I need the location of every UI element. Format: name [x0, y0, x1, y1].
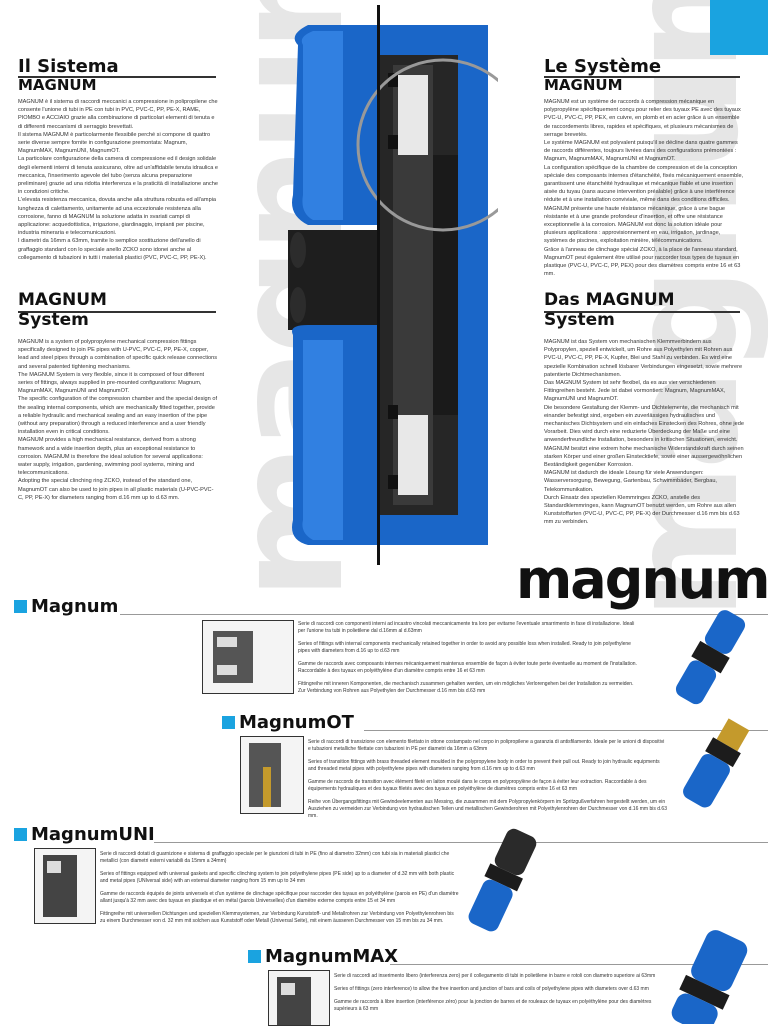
- magnumuni-product-photo: [468, 828, 537, 932]
- en-paragraph: MAGNUM is a system of polypropylene mech…: [18, 339, 218, 370]
- product-text-magnumuni: Serie di raccordi dotati di guarnizione …: [100, 851, 460, 931]
- magnumot-product-photo: [683, 718, 750, 808]
- it-paragraph: MAGNUM è il sistema di raccordi meccanic…: [18, 99, 218, 130]
- fr-paragraph: MAGNUM présente une haute résistance méc…: [544, 205, 725, 245]
- de-paragraph: Die besondere Gestaltung der Klemm- und …: [544, 404, 744, 444]
- en-paragraph: The MAGNUM System is very flexible, sinc…: [18, 371, 205, 395]
- en-body: MAGNUM is a system of polypropylene mech…: [18, 338, 218, 502]
- it-paragraph: L'elevata resistenza meccanica, dovuta a…: [18, 197, 217, 237]
- product-title-text: MagnumOT: [239, 712, 354, 733]
- fr-body: MAGNUM est un système de raccords à comp…: [544, 98, 744, 278]
- watermark-right: magnum: [598, 0, 768, 620]
- it-paragraph: I diametri da 16mm a 63mm, tramite lo se…: [18, 238, 207, 261]
- product-title-magnum: Magnum: [14, 596, 118, 617]
- product-section-thumbnail-magnumot: [240, 736, 304, 814]
- product-desc: Series of fittings (zero interference) t…: [334, 986, 649, 992]
- product-desc: Series of transition fittings with brass…: [308, 759, 660, 772]
- product-title-magnumot: MagnumOT: [222, 712, 354, 733]
- de-title-line1: Das MAGNUM: [544, 290, 675, 310]
- de-paragraph: Durch Einsatz des speziellen Klemmringes…: [544, 494, 740, 526]
- product-desc: Gamme de raccords avec composants intern…: [298, 661, 637, 674]
- product-desc: Gamme de raccords équipés de joints univ…: [100, 891, 459, 904]
- blue-square-bullet: [14, 828, 27, 841]
- de-title-rule: [544, 311, 740, 313]
- product-desc: Gamme de raccords de transition avec élé…: [308, 779, 647, 792]
- product-desc: Series of fittings equipped with univers…: [100, 871, 455, 884]
- magnumuni-section-icon: [35, 849, 95, 923]
- product-section-thumbnail-magnummax: [268, 970, 330, 1026]
- blue-square-bullet: [248, 950, 261, 963]
- de-paragraph: Das MAGNUM System ist sehr flexibel, da …: [544, 380, 726, 403]
- magnumot-section-icon: [241, 737, 303, 813]
- product-desc: Serie di raccordi ad inserimento libero …: [334, 973, 656, 979]
- product-title-magnumuni: MagnumUNI: [14, 824, 155, 845]
- product-desc: Fittingreihe mit inneren Komponenten, di…: [298, 681, 634, 694]
- product-text-magnumot: Serie di raccordi di transizione con ele…: [308, 739, 668, 826]
- it-title-rule: [18, 76, 216, 78]
- product-desc: Serie di raccordi con componenti interni…: [298, 621, 635, 634]
- product-desc: Gamme de raccords à libre insertion (int…: [334, 999, 652, 1012]
- it-title-line2: MAGNUM: [18, 76, 97, 94]
- product-rule: [120, 614, 768, 615]
- product-rule: [390, 964, 768, 965]
- en-paragraph: Adopting the special clinching ring ZCKO…: [18, 478, 214, 501]
- en-title-rule: [18, 311, 216, 313]
- fr-title-line2: MAGNUM: [544, 76, 623, 94]
- fr-paragraph: MAGNUM est un système de raccords à comp…: [544, 99, 741, 138]
- it-paragraph: Il sistema MAGNUM è particolarmente fles…: [18, 131, 211, 155]
- product-desc: Serie di raccordi dotati di guarnizione …: [100, 851, 450, 864]
- it-paragraph: La particolare configurazione della came…: [18, 156, 218, 196]
- magnummax-product-photo: [671, 930, 748, 1024]
- de-paragraph: MAGNUM besitzt eine extrem hohe mechanis…: [544, 445, 744, 469]
- product-rule: [154, 842, 768, 843]
- de-body: MAGNUM ist das System von mechanischen K…: [544, 338, 744, 527]
- fr-paragraph: Le système MAGNUM est polyvalent puisqu'…: [544, 140, 738, 163]
- product-section-thumbnail-magnumuni: [34, 848, 96, 924]
- product-title-text: MagnumUNI: [31, 824, 155, 845]
- blue-square-bullet: [222, 716, 235, 729]
- de-paragraph: MAGNUM ist dadurch die ideale Lösung für…: [544, 470, 717, 493]
- product-title-text: MagnumMAX: [265, 946, 399, 967]
- fr-paragraph: Grâce à l'anneau de clinchage spécial ZC…: [544, 246, 741, 278]
- product-section-thumbnail-magnum: [202, 620, 294, 694]
- it-body: MAGNUM è il sistema di raccordi meccanic…: [18, 98, 218, 262]
- it-title-line1: Il Sistema: [18, 56, 119, 77]
- product-desc: Series of fittings with internal compone…: [298, 641, 631, 654]
- product-desc: Fittingreihe mit universellen Dichtungen…: [100, 911, 454, 924]
- de-paragraph: MAGNUM ist das System von mechanischen K…: [544, 339, 743, 378]
- fitting-cutaway-illustration: [288, 5, 498, 565]
- product-text-magnummax: Serie di raccordi ad inserimento libero …: [334, 973, 664, 1019]
- en-title-line1: MAGNUM: [18, 290, 107, 310]
- magnum-logo: magnum: [516, 548, 768, 611]
- product-title-magnummax: MagnumMAX: [248, 946, 398, 967]
- product-rule: [364, 730, 768, 731]
- fr-title-line1: Le Système: [544, 56, 662, 77]
- magnum-product-photo: [675, 610, 746, 705]
- de-title-line2: System: [544, 310, 615, 330]
- product-title-text: Magnum: [31, 596, 119, 617]
- blue-square-bullet: [14, 600, 27, 613]
- en-paragraph: MAGNUM provides a high mechanical resist…: [18, 437, 203, 477]
- fr-paragraph: La configuration spécifique de la chambr…: [544, 164, 744, 204]
- product-text-magnum: Serie di raccordi con componenti interni…: [298, 621, 638, 701]
- magnummax-section-icon: [269, 971, 329, 1025]
- corner-accent-square: [710, 0, 768, 55]
- fr-title-rule: [544, 76, 740, 78]
- product-desc: Serie di raccordi di transizione con ele…: [308, 739, 665, 752]
- magnum-section-icon: [203, 621, 293, 693]
- en-title-line2: System: [18, 310, 89, 330]
- product-desc: Reihe von Übergangsfittings mit Gewindee…: [308, 799, 667, 819]
- en-paragraph: The specific configuration of the compre…: [18, 396, 218, 436]
